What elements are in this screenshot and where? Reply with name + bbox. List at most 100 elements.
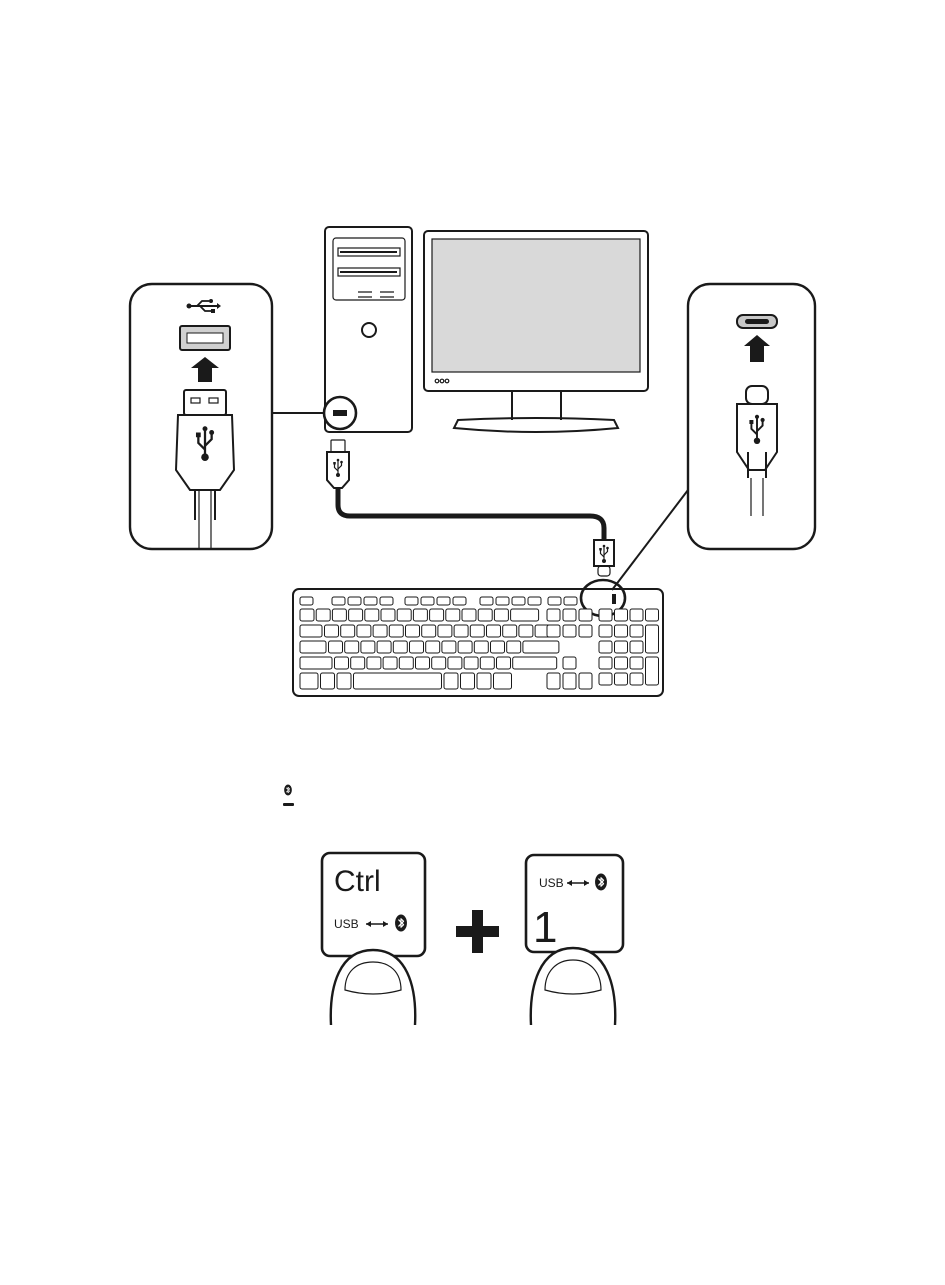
keyboard-key [444,673,458,689]
keyboard-key [511,609,539,621]
keyboard-key [630,673,643,685]
keyboard-key [364,597,377,605]
keyboard-key [348,597,361,605]
keyboard-key [426,641,440,653]
keyboard-key [321,673,335,689]
keyboard-key [548,597,561,605]
keyboard-key [462,609,476,621]
keyboard-key [448,657,462,669]
keyboard-key [630,609,643,621]
keyboard-key [519,625,533,637]
keyboard-key [599,609,612,621]
keyboard-key [367,657,381,669]
usb-icon [333,459,343,477]
keyboard-key [446,609,460,621]
keyboard-key [547,673,560,689]
keyboard-key [630,641,643,653]
one-key: USB 1 [526,855,623,952]
keyboard-key [335,657,349,669]
keyboard-key [329,641,343,653]
keyboard-key [579,625,592,637]
keyboard-key [345,641,359,653]
usb-icon [599,545,609,563]
keyboard-key [332,609,346,621]
keyboard [293,580,663,696]
keyboard-key [365,609,379,621]
keyboard-key [579,673,592,689]
keyboard-key [497,657,511,669]
keyboard-key [406,625,420,637]
keyboard-key [300,657,332,669]
keyboard-key [630,657,643,669]
keyboard-key [300,673,318,689]
keyboard-key [503,625,517,637]
keyboard-key [413,609,427,621]
usb-a-port-callout [130,284,324,549]
keyboard-key [300,641,326,653]
keyboard-key [399,657,413,669]
keyboard-key [361,641,375,653]
keyboard-key [421,597,434,605]
one-key-label: 1 [533,903,557,952]
keyboard-key [496,597,509,605]
keyboard-key [547,609,560,621]
keyboard-key [599,673,612,685]
keyboard-key [341,625,355,637]
keyboard-key [325,625,339,637]
keyboard-key [464,657,478,669]
monitor [424,231,648,432]
keyboard-key [599,641,612,653]
ctrl-key: Ctrl USB [322,853,425,956]
keyboard-key [523,641,559,653]
keyboard-key [458,641,472,653]
keyboard-key [615,625,628,637]
keyboard-key [615,657,628,669]
keyboard-key [507,641,521,653]
keyboard-key [422,625,436,637]
keyboard-key [351,657,365,669]
keyboard-key [397,609,411,621]
keyboard-key [389,625,403,637]
bluetooth-icon [395,915,407,932]
key-combo: Ctrl USB USB 1 [322,853,623,1025]
keyboard-key [474,641,488,653]
keyboard-key [354,673,442,689]
keyboard-key [646,657,659,685]
keyboard-key [430,609,444,621]
bluetooth-icon [595,874,607,891]
keyboard-key [615,609,628,621]
keyboard-key [405,597,418,605]
usb-c-port-callout [612,284,815,590]
plus-icon [456,910,499,953]
keyboard-key [547,625,560,637]
keyboard-key [316,609,330,621]
keyboard-key [454,625,468,637]
ctrl-key-label: Ctrl [334,865,381,898]
keyboard-key [494,673,512,689]
keyboard-key [416,657,430,669]
keyboard-key [332,597,345,605]
keyboard-key [646,625,659,653]
keyboard-key [300,597,313,605]
keyboard-key [487,625,501,637]
keyboard-key [579,609,592,621]
keyboard-key [480,597,493,605]
keyboard-key [438,625,452,637]
keyboard-key [477,673,491,689]
keyboard-key [377,641,391,653]
bluetooth-indicator [283,785,294,807]
keyboard-key [470,625,484,637]
keyboard-key [512,597,525,605]
keyboard-key [442,641,456,653]
keyboard-key [300,609,314,621]
keyboard-key [528,597,541,605]
keyboard-key [410,641,424,653]
keyboard-key [563,657,576,669]
usb-cable [327,440,614,576]
keyboard-key [393,641,407,653]
keyboard-key [349,609,363,621]
keyboard-key [453,597,466,605]
keyboard-key [381,609,395,621]
keyboard-key [432,657,446,669]
keyboard-key [461,673,475,689]
